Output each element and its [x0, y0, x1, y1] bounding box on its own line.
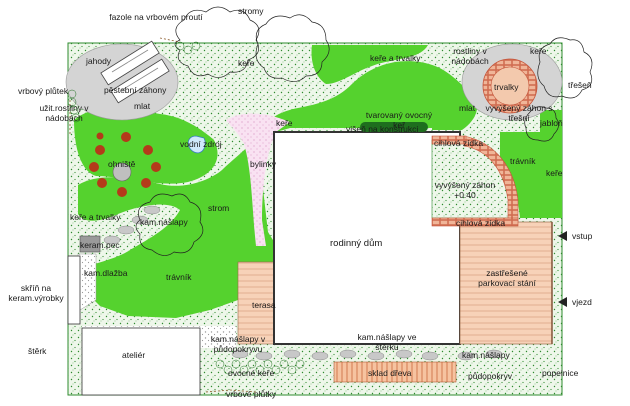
- wood-storage: [333, 361, 457, 383]
- label-strawberries: jahody: [86, 56, 112, 66]
- label-studio: ateliér: [122, 350, 146, 360]
- label-lawn-main: trávník: [166, 272, 192, 282]
- label-brick-wall: cihlová zídka: [434, 138, 484, 148]
- label-shrubs-perennials-top: keře a trvalky: [370, 53, 421, 63]
- stepping-stones: [103, 205, 503, 361]
- label-beans: fazole na vrbovém proutí: [109, 12, 203, 22]
- label-brick-wall-bottom: cihlová zídka: [456, 218, 506, 228]
- willow-fences: [69, 37, 257, 393]
- label-gravel: štěrk: [28, 346, 47, 356]
- label-potted-plants-right: rostliny v nádobách: [451, 46, 489, 66]
- label-growing-beds: pěstební záhony: [104, 85, 167, 95]
- label-trees-top: stromy: [238, 6, 264, 16]
- mulch-oval-left: [65, 43, 179, 121]
- terrace: [237, 261, 277, 345]
- label-shrubs-top: keře: [238, 58, 255, 68]
- label-house: rodinný dům: [330, 238, 383, 249]
- label-fireplace: ohniště: [108, 159, 136, 169]
- lawn-right-small: [540, 110, 562, 132]
- lawn-top-center: [311, 45, 428, 84]
- herbs-bed: [226, 113, 290, 246]
- label-cherry: třešeň: [568, 80, 592, 90]
- label-cherry-structure: višeň na konstrukci: [346, 124, 419, 134]
- label-ashtray: popelnice: [542, 368, 579, 378]
- label-willow-fences-bottom: vrbové plůtky: [226, 389, 277, 399]
- lawn-right: [500, 132, 562, 218]
- label-ceramic-cabinet: skříň na keram.výrobky: [8, 283, 64, 303]
- ceramic-oven: [79, 235, 101, 253]
- label-stone-paving: kam.dlažba: [84, 268, 128, 278]
- label-mulch-left: mlat: [134, 101, 151, 111]
- stone-paving: [77, 253, 97, 311]
- label-shrubs-perennials-left: keře a trvalky: [70, 212, 121, 222]
- label-wood-storage: sklad dřeva: [368, 368, 412, 378]
- label-stepping-stones-soil: kam.nášlapy v půdopokryvu: [210, 334, 266, 354]
- label-shrubs-top-right: keře: [530, 46, 547, 56]
- label-lawn-right: trávník: [510, 156, 536, 166]
- label-ceramic-oven: keram.pec: [80, 240, 120, 250]
- driveway-arrow-icon: [558, 297, 567, 307]
- label-mulch-right: mlat: [459, 103, 476, 113]
- label-trained-fruit: tvarovaný ovocný keř: [365, 110, 433, 130]
- label-stepping-stones-bottom: kam.nášlapy: [462, 350, 510, 360]
- label-stepping-stones-left: kam.nášlapy: [140, 217, 188, 227]
- label-water-source: vodní zdroj: [180, 139, 222, 149]
- studio: [81, 327, 201, 396]
- label-covered-parking: zastřešené parkovací stání: [478, 268, 536, 288]
- label-potted-plants: užit.rostliny v nádobách: [39, 103, 89, 123]
- label-herbs: bylinky: [250, 159, 276, 169]
- label-apple: jabloň: [540, 118, 563, 128]
- label-tree-left: strom: [208, 203, 230, 213]
- house: [273, 131, 461, 345]
- covered-parking: [459, 221, 553, 345]
- label-entrance: vstup: [572, 231, 593, 241]
- label-shrubs-right: keře: [546, 168, 563, 178]
- entrance-arrow-icon: [558, 231, 567, 241]
- label-driveway: vjezd: [572, 297, 592, 307]
- perennials-center: [490, 66, 530, 106]
- label-raised-bed-cherry: vyvýšený záhon s třešní: [485, 103, 553, 123]
- fire-pits: [89, 132, 161, 197]
- label-groundcover: půdopokryv: [468, 371, 512, 381]
- water-source: [187, 135, 206, 154]
- ceramic-cabinet: [67, 255, 81, 325]
- tree-canopies: [135, 6, 593, 256]
- label-terrace: terasa: [252, 300, 276, 310]
- label-perennials-circle: trvalky: [494, 82, 519, 92]
- trained-fruit-hedge: [360, 122, 428, 132]
- label-willow-fence-left: vrbový plůtek: [18, 86, 69, 96]
- brick-wall-bottom: [431, 217, 519, 227]
- label-raised-bed: vyvýšený záhon +0.40: [434, 180, 496, 200]
- brick-wall-top: [431, 135, 467, 145]
- label-shrubs-mid: keře: [276, 118, 293, 128]
- label-stepping-stones-gravel: kam.nášlapy ve štěrku: [357, 332, 417, 352]
- fireplace-center: [112, 162, 132, 182]
- label-fruit-shrubs: ovocné keře: [228, 368, 275, 378]
- growing-beds: [100, 40, 170, 104]
